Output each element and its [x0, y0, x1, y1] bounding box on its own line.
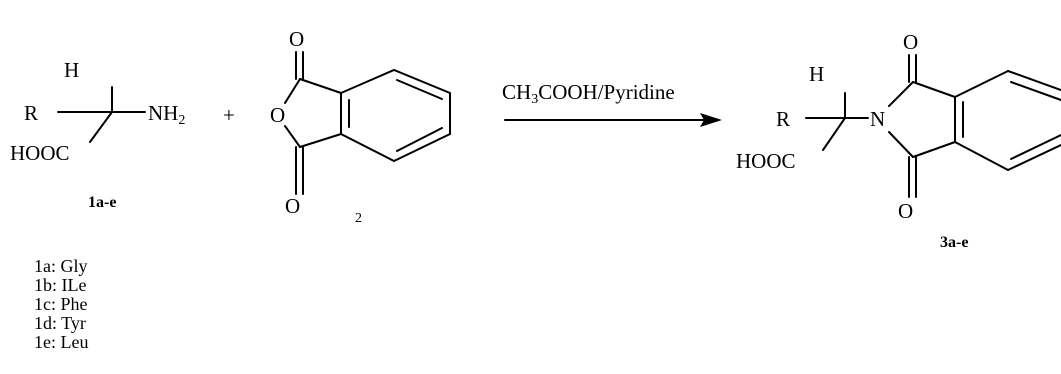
benzene-double-2 [1010, 134, 1061, 160]
group-hooc: HOOC [736, 149, 796, 173]
arrow-head [700, 113, 722, 127]
group-nh2: NH2 [148, 101, 185, 128]
plus-sign: + [223, 103, 235, 127]
benzene-double-1 [396, 79, 443, 100]
compound-id-1: 1a-e [88, 194, 116, 211]
bond-ctop-ring [912, 81, 956, 98]
nh-subscript: 2 [178, 113, 185, 128]
conditions-part1: CH [502, 80, 531, 104]
benzene-double-1 [1010, 81, 1061, 101]
atom-o-bottom: O [898, 199, 913, 223]
group-hooc: HOOC [10, 141, 70, 165]
legend-item: 1c: Phe [34, 294, 88, 314]
legend-item: 1b: ILe [34, 275, 86, 295]
atom-o-top: O [289, 27, 304, 51]
atom-r: R [776, 107, 790, 131]
bond-o-cbot [284, 125, 301, 148]
conditions-subscript: 3 [531, 92, 538, 107]
bond-n-cbot [888, 131, 914, 158]
bond-ctop-ring [299, 78, 342, 94]
benzene-bond-1 [954, 70, 1009, 98]
compound-id-2: 2 [355, 211, 362, 226]
bond-n-ctop [888, 81, 914, 107]
reactant-phthalic-anhydride: O O O 2 [270, 27, 451, 226]
legend-item: 1a: Gly [34, 256, 88, 276]
benzene-double-2 [396, 127, 443, 152]
atom-o-bottom: O [285, 194, 300, 218]
compound-id-3: 3a-e [940, 234, 968, 251]
benzene-ring [340, 68, 451, 163]
bond-ctop-o [284, 78, 301, 104]
benzene-bond-2 [1007, 70, 1061, 91]
bond-c-cooh [822, 117, 846, 151]
product-phthalimide: H R N HOOC O O 3a-e [736, 30, 1061, 251]
atom-h: H [809, 62, 824, 86]
benzene-bond-3 [954, 141, 1009, 171]
amino-acid-legend: 1a: Gly 1b: ILe 1c: Phe 1d: Tyr 1e: Leu [34, 256, 88, 352]
bond-c-cooh [89, 111, 113, 143]
atom-o-ring: O [270, 103, 285, 127]
conditions-text: CH3COOH/Pyridine [502, 80, 675, 107]
reaction-arrow: CH3COOH/Pyridine [502, 80, 722, 127]
conditions-part2: COOH/Pyridine [538, 80, 675, 104]
legend-item: 1d: Tyr [34, 313, 86, 333]
bond-cbot-ring [912, 141, 956, 158]
atom-o-top: O [903, 30, 918, 54]
atom-h: H [64, 58, 79, 82]
nh-text: NH [148, 101, 178, 125]
atom-r: R [24, 101, 38, 125]
legend-item: 1e: Leu [34, 332, 88, 352]
bond-ring-cbot [299, 133, 342, 148]
reactant-amino-acid: H R NH2 HOOC 1a-e [10, 58, 185, 211]
benzene-bond-4 [1007, 144, 1061, 171]
atom-n: N [870, 107, 885, 131]
